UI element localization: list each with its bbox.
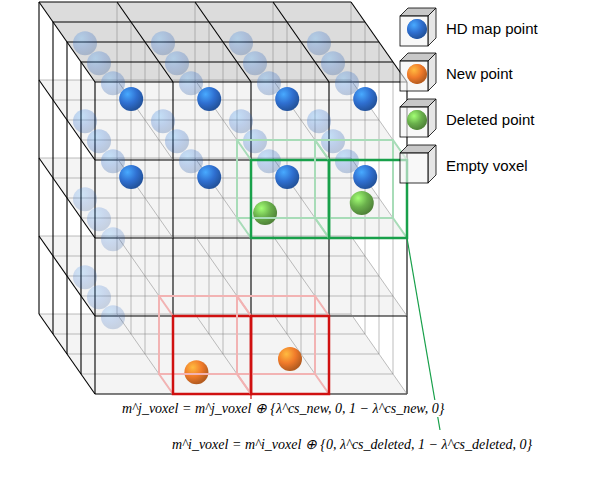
hd-map-point-faded [243,51,267,75]
hd-map-point-faded [87,129,111,153]
hd-map-point-faded [101,305,125,329]
hd-map-point-faded [101,149,125,173]
hd-map-point-faded [321,129,345,153]
hd-map-point-faded [335,71,359,95]
hd-map-point-faded [243,129,267,153]
hd-map-point-faded [101,227,125,251]
hd-map-point [197,165,221,189]
hd-map-point-faded [165,51,189,75]
legend-icon [400,8,436,46]
hd-map-point-faded [257,71,281,95]
legend-swatch [407,64,427,84]
update-formula: m^i_voxel = m^i_voxel ⊕ {0, λ^cs_deleted… [170,436,534,453]
hd-map-point-faded [307,109,331,133]
grid-lines [39,2,407,394]
hd-map-point [353,87,377,111]
legend-icon [400,145,436,183]
hd-map-point-faded [151,109,175,133]
legend-label: HD map point [446,20,538,37]
legend-icon [400,53,436,91]
highlighted-voxel [315,140,407,238]
hd-map-point-faded [87,51,111,75]
hd-map-point-faded [179,149,203,173]
leader-line [250,390,251,399]
deleted-point [350,191,374,215]
hd-map-point-faded [151,31,175,55]
hd-map-point [197,87,221,111]
hd-map-point-faded [307,31,331,55]
hd-map-point-faded [321,51,345,75]
legend-label: Deleted point [446,111,534,128]
hd-map-point-faded [229,109,253,133]
hd-map-point [119,165,143,189]
legend-swatch [407,110,427,130]
legend [400,8,436,183]
new-point [184,360,208,384]
hd-map-point [275,87,299,111]
update-formula: m^j_voxel = m^j_voxel ⊕ {λ^cs_new, 0, 1 … [120,400,446,417]
hd-map-point-faded [165,129,189,153]
new-point [278,347,302,371]
deleted-point [253,201,277,225]
hd-map-point-faded [73,265,97,289]
hd-map-point-faded [73,187,97,211]
highlighted-voxel [237,296,329,394]
hd-map-point [275,165,299,189]
legend-label: New point [446,65,513,82]
hd-map-point-faded [179,71,203,95]
hd-map-point [353,165,377,189]
hd-map-point-faded [73,31,97,55]
hd-map-point-faded [101,71,125,95]
legend-label: Empty voxel [446,157,528,174]
hd-map-point [119,87,143,111]
hd-map-point-faded [87,207,111,231]
hd-map-point-faded [229,31,253,55]
hd-map-point-faded [87,285,111,309]
hd-map-point-faded [73,109,97,133]
voxel-grid [39,2,407,394]
points [73,31,377,384]
legend-swatch [407,19,427,39]
legend-icon [400,99,436,137]
